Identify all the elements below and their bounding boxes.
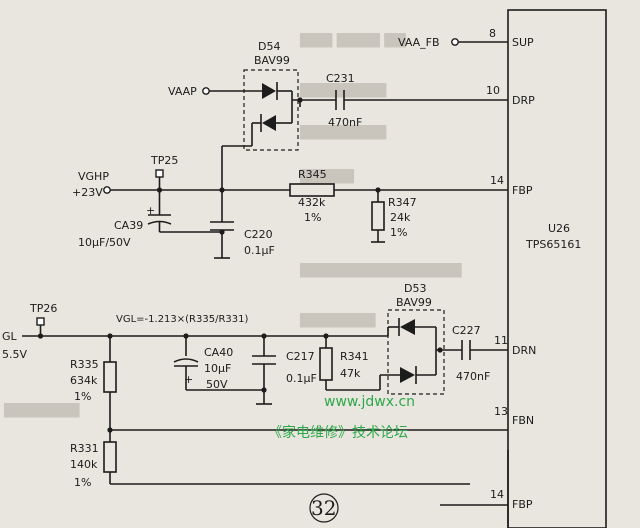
r335-ref: R335 xyxy=(70,358,99,371)
svg-text:14: 14 xyxy=(490,488,504,501)
r345-tol: 1% xyxy=(304,211,321,224)
r347-value: 24k xyxy=(390,211,411,224)
ca40-ref: CA40 xyxy=(204,346,233,359)
svg-text:DRP: DRP xyxy=(512,94,535,107)
testpoint-tp26 xyxy=(36,317,45,326)
svg-text:▇▇▇▇▇▇▇▇▇▇▇▇▇▇▇: ▇▇▇▇▇▇▇▇▇▇▇▇▇▇▇ xyxy=(299,262,462,278)
r331-tol: 1% xyxy=(74,476,91,489)
c220-ref: C220 xyxy=(244,228,273,241)
diode-d53b xyxy=(400,367,415,383)
testpoint-tp25 xyxy=(155,169,164,178)
c217-ref: C217 xyxy=(286,350,315,363)
svg-text:FBN: FBN xyxy=(512,414,534,427)
svg-text:10: 10 xyxy=(486,84,500,97)
r335-tol: 1% xyxy=(74,390,91,403)
fbp-network: VGHP +23V TP25 + CA39 10μF/50V C220 0.1μ… xyxy=(72,154,533,259)
ca39-ref: CA39 xyxy=(114,219,143,232)
ca40-voltage: 50V xyxy=(206,378,228,391)
connector-vaa-fb xyxy=(451,38,459,46)
d54-ref: D54 xyxy=(258,40,280,53)
c217-value: 0.1μF xyxy=(286,372,317,385)
watermark-forum: 《家电维修》技术论坛 xyxy=(268,424,408,441)
watermark: www.jdwx.cn 《家电维修》技术论坛 xyxy=(268,394,415,441)
connector-vghp xyxy=(103,186,111,194)
tp25-label: TP25 xyxy=(150,154,178,167)
fbn-network: R335 634k 1% 13 FBN R331 140k 1% xyxy=(70,333,534,489)
connector-vaap xyxy=(202,87,210,95)
page-number: 32 xyxy=(309,493,339,523)
r331-ref: R331 xyxy=(70,442,99,455)
svg-text:FBP: FBP xyxy=(512,184,533,197)
pin-fbp-lower: 14 FBP xyxy=(440,488,533,511)
svg-text:SUP: SUP xyxy=(512,36,534,49)
ic-u26: U26 TPS65161 xyxy=(507,9,607,528)
diode-d53a xyxy=(400,319,415,335)
c231-value: 470nF xyxy=(328,116,362,129)
r345-ref: R345 xyxy=(298,168,327,181)
c227-value: 470nF xyxy=(456,370,490,383)
svg-text:▇▇▇▇▇▇▇▇: ▇▇▇▇▇▇▇▇ xyxy=(299,124,386,140)
c227-ref: C227 xyxy=(452,324,481,337)
page-number-text: 32 xyxy=(311,496,336,520)
r341-value: 47k xyxy=(340,367,361,380)
ic-part: TPS65161 xyxy=(525,238,581,251)
d53-part: BAV99 xyxy=(396,296,432,309)
resistor-r345 xyxy=(289,183,335,197)
net-vaa-fb: VAA_FB xyxy=(398,36,440,49)
resistor-r341 xyxy=(319,347,333,381)
vgl-formula: VGL=-1.213×(R335/R331) xyxy=(116,314,248,325)
background-bleed-text: ▇▇▇ ▇▇▇▇ ▇▇ ▇▇▇▇▇▇▇▇ ▇▇▇▇▇▇▇▇ ▇▇▇▇▇ ▇▇▇▇… xyxy=(3,32,462,418)
r335-value: 634k xyxy=(70,374,98,387)
svg-text:▇▇▇▇▇▇▇▇: ▇▇▇▇▇▇▇▇ xyxy=(299,82,386,98)
svg-text:14: 14 xyxy=(490,174,504,187)
r341-ref: R341 xyxy=(340,350,369,363)
ic-body xyxy=(507,9,607,528)
resistor-r347 xyxy=(371,201,385,231)
r331-value: 140k xyxy=(70,458,98,471)
svg-text:DRN: DRN xyxy=(512,344,536,357)
svg-text:▇▇▇ ▇▇▇▇ ▇▇: ▇▇▇ ▇▇▇▇ ▇▇ xyxy=(299,32,406,48)
pin-sup: 8 SUP VAA_FB xyxy=(398,27,534,49)
c220-value: 0.1μF xyxy=(244,244,275,257)
resistor-r331 xyxy=(103,441,117,473)
svg-text:FBP: FBP xyxy=(512,498,533,511)
drp-network: VAAP D54 BAV99 C231 470nF 10 DRP xyxy=(168,40,535,190)
ca39-value: 10μF/50V xyxy=(78,236,131,249)
d54-part: BAV99 xyxy=(254,54,290,67)
svg-text:+: + xyxy=(184,373,193,386)
svg-text:+: + xyxy=(146,204,155,217)
svg-text:13: 13 xyxy=(494,405,508,418)
d53-package xyxy=(387,309,445,395)
r347-tol: 1% xyxy=(390,226,407,239)
net-vaap: VAAP xyxy=(168,85,197,98)
resistor-r335 xyxy=(103,361,117,393)
drn-network: GL 5.5V TP26 VGL=-1.213×(R335/R331) + CA… xyxy=(2,282,536,405)
net-vgl-voltage: 5.5V xyxy=(2,348,27,361)
net-vgl: GL xyxy=(2,330,18,343)
d53-ref: D53 xyxy=(404,282,426,295)
net-vghp-voltage: +23V xyxy=(72,186,103,199)
diode-d54a xyxy=(262,83,276,99)
r347-ref: R347 xyxy=(388,196,417,209)
svg-text:11: 11 xyxy=(494,334,508,347)
d54-package xyxy=(243,69,299,151)
watermark-url: www.jdwx.cn xyxy=(324,394,415,410)
svg-text:▇▇▇▇▇: ▇▇▇▇▇ xyxy=(299,168,354,184)
svg-text:▇▇▇▇▇▇▇: ▇▇▇▇▇▇▇ xyxy=(3,402,80,418)
r345-value: 432k xyxy=(298,196,326,209)
ic-ref: U26 xyxy=(548,222,570,235)
diode-d54b xyxy=(262,115,276,131)
tp26-label: TP26 xyxy=(29,302,57,315)
svg-text:8: 8 xyxy=(489,27,496,40)
c231-ref: C231 xyxy=(326,72,355,85)
ca40-value: 10μF xyxy=(204,362,231,375)
svg-text:▇▇▇▇▇▇▇: ▇▇▇▇▇▇▇ xyxy=(299,312,376,328)
net-vghp: VGHP xyxy=(78,170,109,183)
